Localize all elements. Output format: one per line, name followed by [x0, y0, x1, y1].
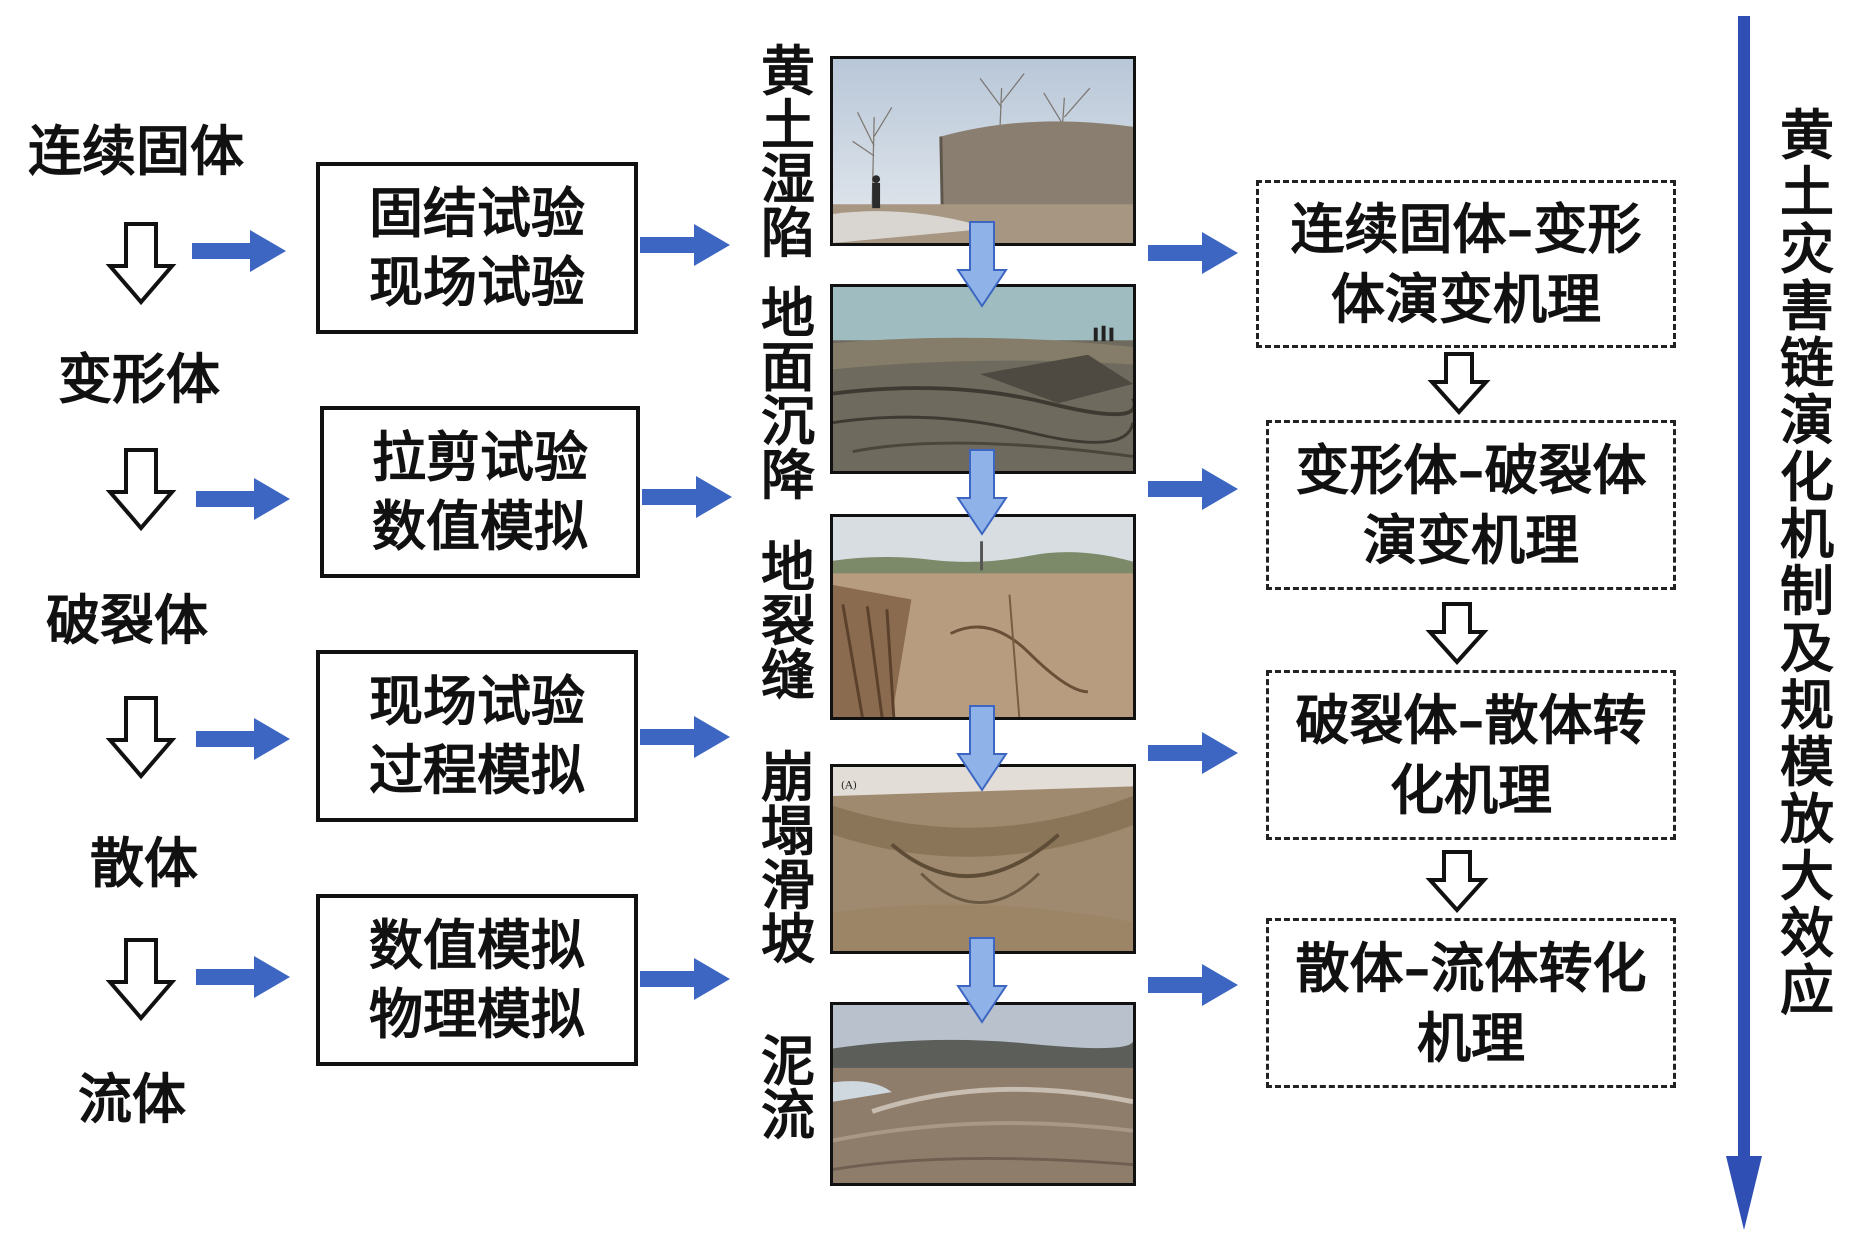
hazard-label-land-subsidence: 地 面 沉 降	[758, 286, 818, 502]
title-char: 及	[1780, 616, 1834, 680]
mechanism-line: 化机理	[1390, 758, 1552, 822]
hazard-char: 坡	[761, 907, 815, 971]
hollow-down-arrow-icon	[1425, 850, 1489, 913]
hazard-char: 黄	[761, 39, 815, 103]
method-line: 物理模拟	[369, 982, 585, 1046]
blue-right-arrow-icon	[640, 958, 730, 1000]
method-line: 数值模拟	[369, 912, 585, 977]
mechanism-box-2: 变形体–破裂体 演变机理	[1266, 420, 1676, 590]
title-char: 害	[1780, 274, 1834, 338]
blue-right-arrow-icon	[1148, 964, 1238, 1006]
light-blue-down-arrow-icon	[956, 221, 1008, 308]
mechanism-box-4: 散体–流体转化 机理	[1266, 918, 1676, 1088]
mechanism-line: 破裂体–散体转	[1295, 687, 1647, 752]
hazard-char: 缝	[761, 643, 815, 707]
method-box-3: 现场试验 过程模拟	[316, 650, 638, 822]
title-char: 机	[1780, 502, 1834, 566]
title-char: 制	[1780, 559, 1834, 623]
hazard-char: 土	[761, 93, 815, 157]
hollow-down-arrow-icon	[1425, 602, 1489, 665]
hazard-char: 裂	[761, 589, 815, 653]
stage-continuous-solid: 连续固体	[28, 119, 244, 183]
blue-right-arrow-icon	[196, 718, 290, 760]
stage-deformable-body: 变形体	[58, 347, 220, 411]
mechanism-line: 连续固体–变形	[1290, 196, 1642, 261]
hazard-char: 地	[761, 281, 815, 345]
method-line: 数值模拟	[372, 494, 588, 558]
hazard-char: 面	[761, 335, 815, 399]
stage-fluid-body: 流体	[78, 1067, 186, 1131]
method-line: 固结试验	[369, 180, 585, 245]
mechanism-line: 散体–流体转化	[1295, 935, 1647, 1000]
blue-right-arrow-icon	[1148, 232, 1238, 274]
blue-right-arrow-icon	[642, 476, 732, 518]
method-line: 现场试验	[369, 668, 585, 733]
title-char: 黄	[1780, 103, 1834, 167]
method-box-4: 数值模拟 物理模拟	[316, 894, 638, 1066]
title-char: 土	[1780, 160, 1834, 224]
method-line: 现场试验	[369, 250, 585, 314]
mechanism-line: 体演变机理	[1331, 267, 1601, 331]
method-box-1: 固结试验 现场试验	[316, 162, 638, 334]
stage-granular-body: 散体	[90, 831, 198, 895]
hazard-char: 地	[761, 535, 815, 599]
hazard-char: 沉	[761, 389, 815, 453]
hazard-char: 塌	[761, 799, 815, 863]
hollow-down-arrow-icon	[105, 448, 177, 532]
mechanism-box-1: 连续固体–变形 体演变机理	[1256, 180, 1676, 348]
title-char: 链	[1780, 331, 1834, 395]
blue-right-arrow-icon	[640, 716, 730, 758]
hollow-down-arrow-icon	[1427, 352, 1491, 415]
hazard-char: 崩	[761, 745, 815, 809]
title-char: 大	[1780, 844, 1834, 908]
method-line: 拉剪试验	[372, 424, 588, 489]
mechanism-box-3: 破裂体–散体转 化机理	[1266, 670, 1676, 840]
method-box-2: 拉剪试验 数值模拟	[320, 406, 640, 578]
blue-right-arrow-icon	[640, 224, 730, 266]
hazard-label-ground-fissure: 地 裂 缝	[758, 540, 818, 702]
stage-fractured-body: 破裂体	[46, 588, 208, 652]
title-char: 演	[1780, 388, 1834, 452]
hazard-char: 湿	[761, 147, 815, 211]
hazard-char: 降	[761, 443, 815, 507]
title-char: 应	[1780, 958, 1834, 1022]
hazard-label-mudflow: 泥 流	[758, 1034, 818, 1142]
title-char: 灾	[1780, 217, 1834, 281]
hazard-char: 流	[761, 1083, 815, 1147]
blue-right-arrow-icon	[1148, 468, 1238, 510]
hazard-label-collapsible-loess: 黄 土 湿 陷	[758, 44, 818, 260]
photo-land-subsidence	[830, 284, 1136, 474]
vertical-title: 黄 土 灾 害 链 演 化 机 制 及 规 模 放 大 效 应	[1774, 108, 1840, 1020]
photo-collapse-landslide: (A)	[830, 764, 1136, 954]
hazard-label-collapse-landslide: 崩 塌 滑 坡	[758, 750, 818, 966]
title-char: 化	[1780, 445, 1834, 509]
blue-right-arrow-icon	[196, 956, 290, 998]
title-char: 效	[1780, 901, 1834, 965]
blue-right-arrow-icon	[1148, 732, 1238, 774]
photo-ground-fissure	[830, 514, 1136, 720]
hollow-down-arrow-icon	[105, 222, 177, 306]
mechanism-line: 机理	[1417, 1006, 1525, 1070]
mechanism-line: 演变机理	[1363, 508, 1579, 572]
blue-right-arrow-icon	[192, 230, 286, 272]
hazard-char: 滑	[761, 853, 815, 917]
title-char: 规	[1780, 673, 1834, 737]
hollow-down-arrow-icon	[105, 696, 177, 780]
hazard-char: 泥	[761, 1029, 815, 1093]
light-blue-down-arrow-icon	[956, 449, 1008, 536]
photo-collapsible-loess	[830, 56, 1136, 246]
title-char: 模	[1780, 730, 1834, 794]
title-char: 放	[1780, 787, 1834, 851]
photo-annotation: (A)	[841, 778, 857, 791]
hollow-down-arrow-icon	[105, 938, 177, 1022]
long-down-arrow-icon	[1726, 16, 1762, 1230]
hazard-char: 陷	[761, 201, 815, 265]
mechanism-line: 变形体–破裂体	[1295, 437, 1647, 502]
method-line: 过程模拟	[369, 738, 585, 802]
photo-mudflow	[830, 1002, 1136, 1186]
blue-right-arrow-icon	[196, 478, 290, 520]
light-blue-down-arrow-icon	[956, 937, 1008, 1024]
light-blue-down-arrow-icon	[956, 705, 1008, 792]
